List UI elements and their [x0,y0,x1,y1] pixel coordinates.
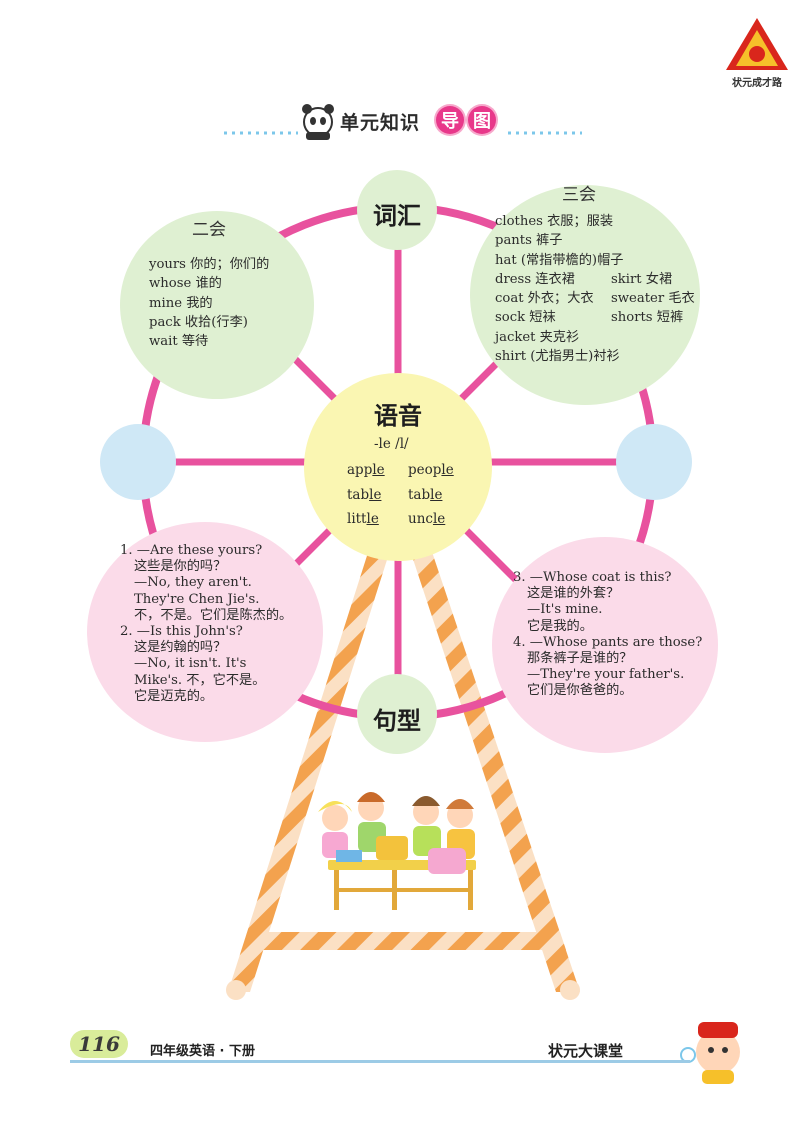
hub-label-phonics: 语音 [374,402,422,430]
vocab-three-row: jacket 夹克衫 [495,329,580,345]
sentence-line: 3. —Whose coat is this? [513,570,672,585]
hub-label-vocabulary: 词汇 [373,202,421,230]
bubble-blue-right [616,424,692,500]
bubble-vocabulary [357,170,437,250]
vocab-two-item: mine 我的 [149,295,213,311]
phonics-word: table [408,487,443,503]
sentence-line: 这是谁的外套？ [527,586,620,602]
vocab-three-row: pants 裤子 [495,233,563,249]
hub-phonics [304,373,492,561]
vocab-three-row: clothes 衣服；服装 [495,214,614,229]
sentence-line: —It's mine. [527,602,603,618]
sentence-line: 4. —Whose pants are those? [513,634,703,650]
vocab-two-item: whose 谁的 [149,276,222,292]
brand-logo-text: 状元成才路 [732,78,782,89]
vocab-two-list: yours 你的；你们的 whose 谁的 mine 我的 pack 收拾(行李… [149,255,269,351]
footer-divider [70,1060,690,1063]
bubble-sentences-left [87,522,323,742]
vocab-three-label: 三会 [562,185,596,205]
sentence-line: Mike's. 不，它不是。 [134,672,266,688]
phonics-word: little [347,511,379,527]
sentence-line: 这些是你的吗？ [134,559,227,575]
vocab-two-item: pack 收拾(行李) [149,314,248,330]
brand-logo: 状元成才路 [722,14,792,94]
bubble-vocab-three [470,185,700,405]
tower-crossbar [244,932,566,950]
tower-leg-left [228,540,392,992]
sentence-line: 它们是你爸爸的。 [527,683,633,699]
mascot-icon [696,1022,740,1084]
children-illustration [318,792,476,910]
series-title: 状元大课堂 [548,1042,624,1060]
sentences-right-block: 3. —Whose coat is this? 这是谁的外套？ —It's mi… [513,570,702,700]
book-title: 四年级英语 · 下册 [150,1044,255,1059]
bubble-sentences [357,674,437,754]
tower-leg-right [408,540,580,992]
bubble-vocab-two [120,211,314,399]
sentence-line: —No, they aren't. [134,575,252,591]
hub-label-sentences: 句型 [373,707,421,735]
phonics-word: uncle [408,511,446,527]
leg-foot-right [560,980,580,1000]
sentence-line: 2. —Is this John's? [120,624,243,640]
leg-foot-left [226,980,246,1000]
vocab-three-row: shirt (尤指男士)衬衫 [495,349,620,365]
panda-icon [302,104,334,140]
phonics-word: people [408,462,454,478]
header-badge-2: 图 [468,106,496,134]
sentence-line: They're Chen Jie's. [134,591,260,607]
vocab-two-item: yours 你的；你们的 [149,257,270,272]
vocab-three-list: clothes 衣服；服装 pants 裤子 hat (常指带檐的)帽子 dre… [495,212,705,366]
phonics-word: table [347,487,382,503]
sentence-line: —They're your father's. [527,667,685,683]
vocab-two-label: 二会 [192,220,226,240]
sentence-line: —No, it isn't. It's [134,656,247,672]
page-number: 116 [70,1030,128,1058]
sentence-line: 1. —Are these yours? [120,543,263,558]
header-title: 单元知识 [340,112,421,134]
phonics-word: apple [347,462,385,478]
sentence-line: 它是迈克的。 [134,688,214,704]
sentence-line: 那条裤子是谁的？ [527,651,633,667]
sentence-line: 它是我的。 [527,618,593,634]
sentences-left-block: 1. —Are these yours? 这些是你的吗？ —No, they a… [120,543,292,705]
bubble-sentences-right [492,537,718,753]
sentence-line: 这是约翰的吗？ [134,640,227,656]
vocab-two-item: wait 等待 [149,334,209,350]
vocab-three-row: hat (常指带檐的)帽子 [495,252,624,268]
bubble-blue-left [100,424,176,500]
phonics-pattern: -le /l/ [374,436,409,452]
header-badge-1: 导 [436,106,464,134]
sentence-line: 不，不是。它们是陈杰的。 [134,607,293,623]
